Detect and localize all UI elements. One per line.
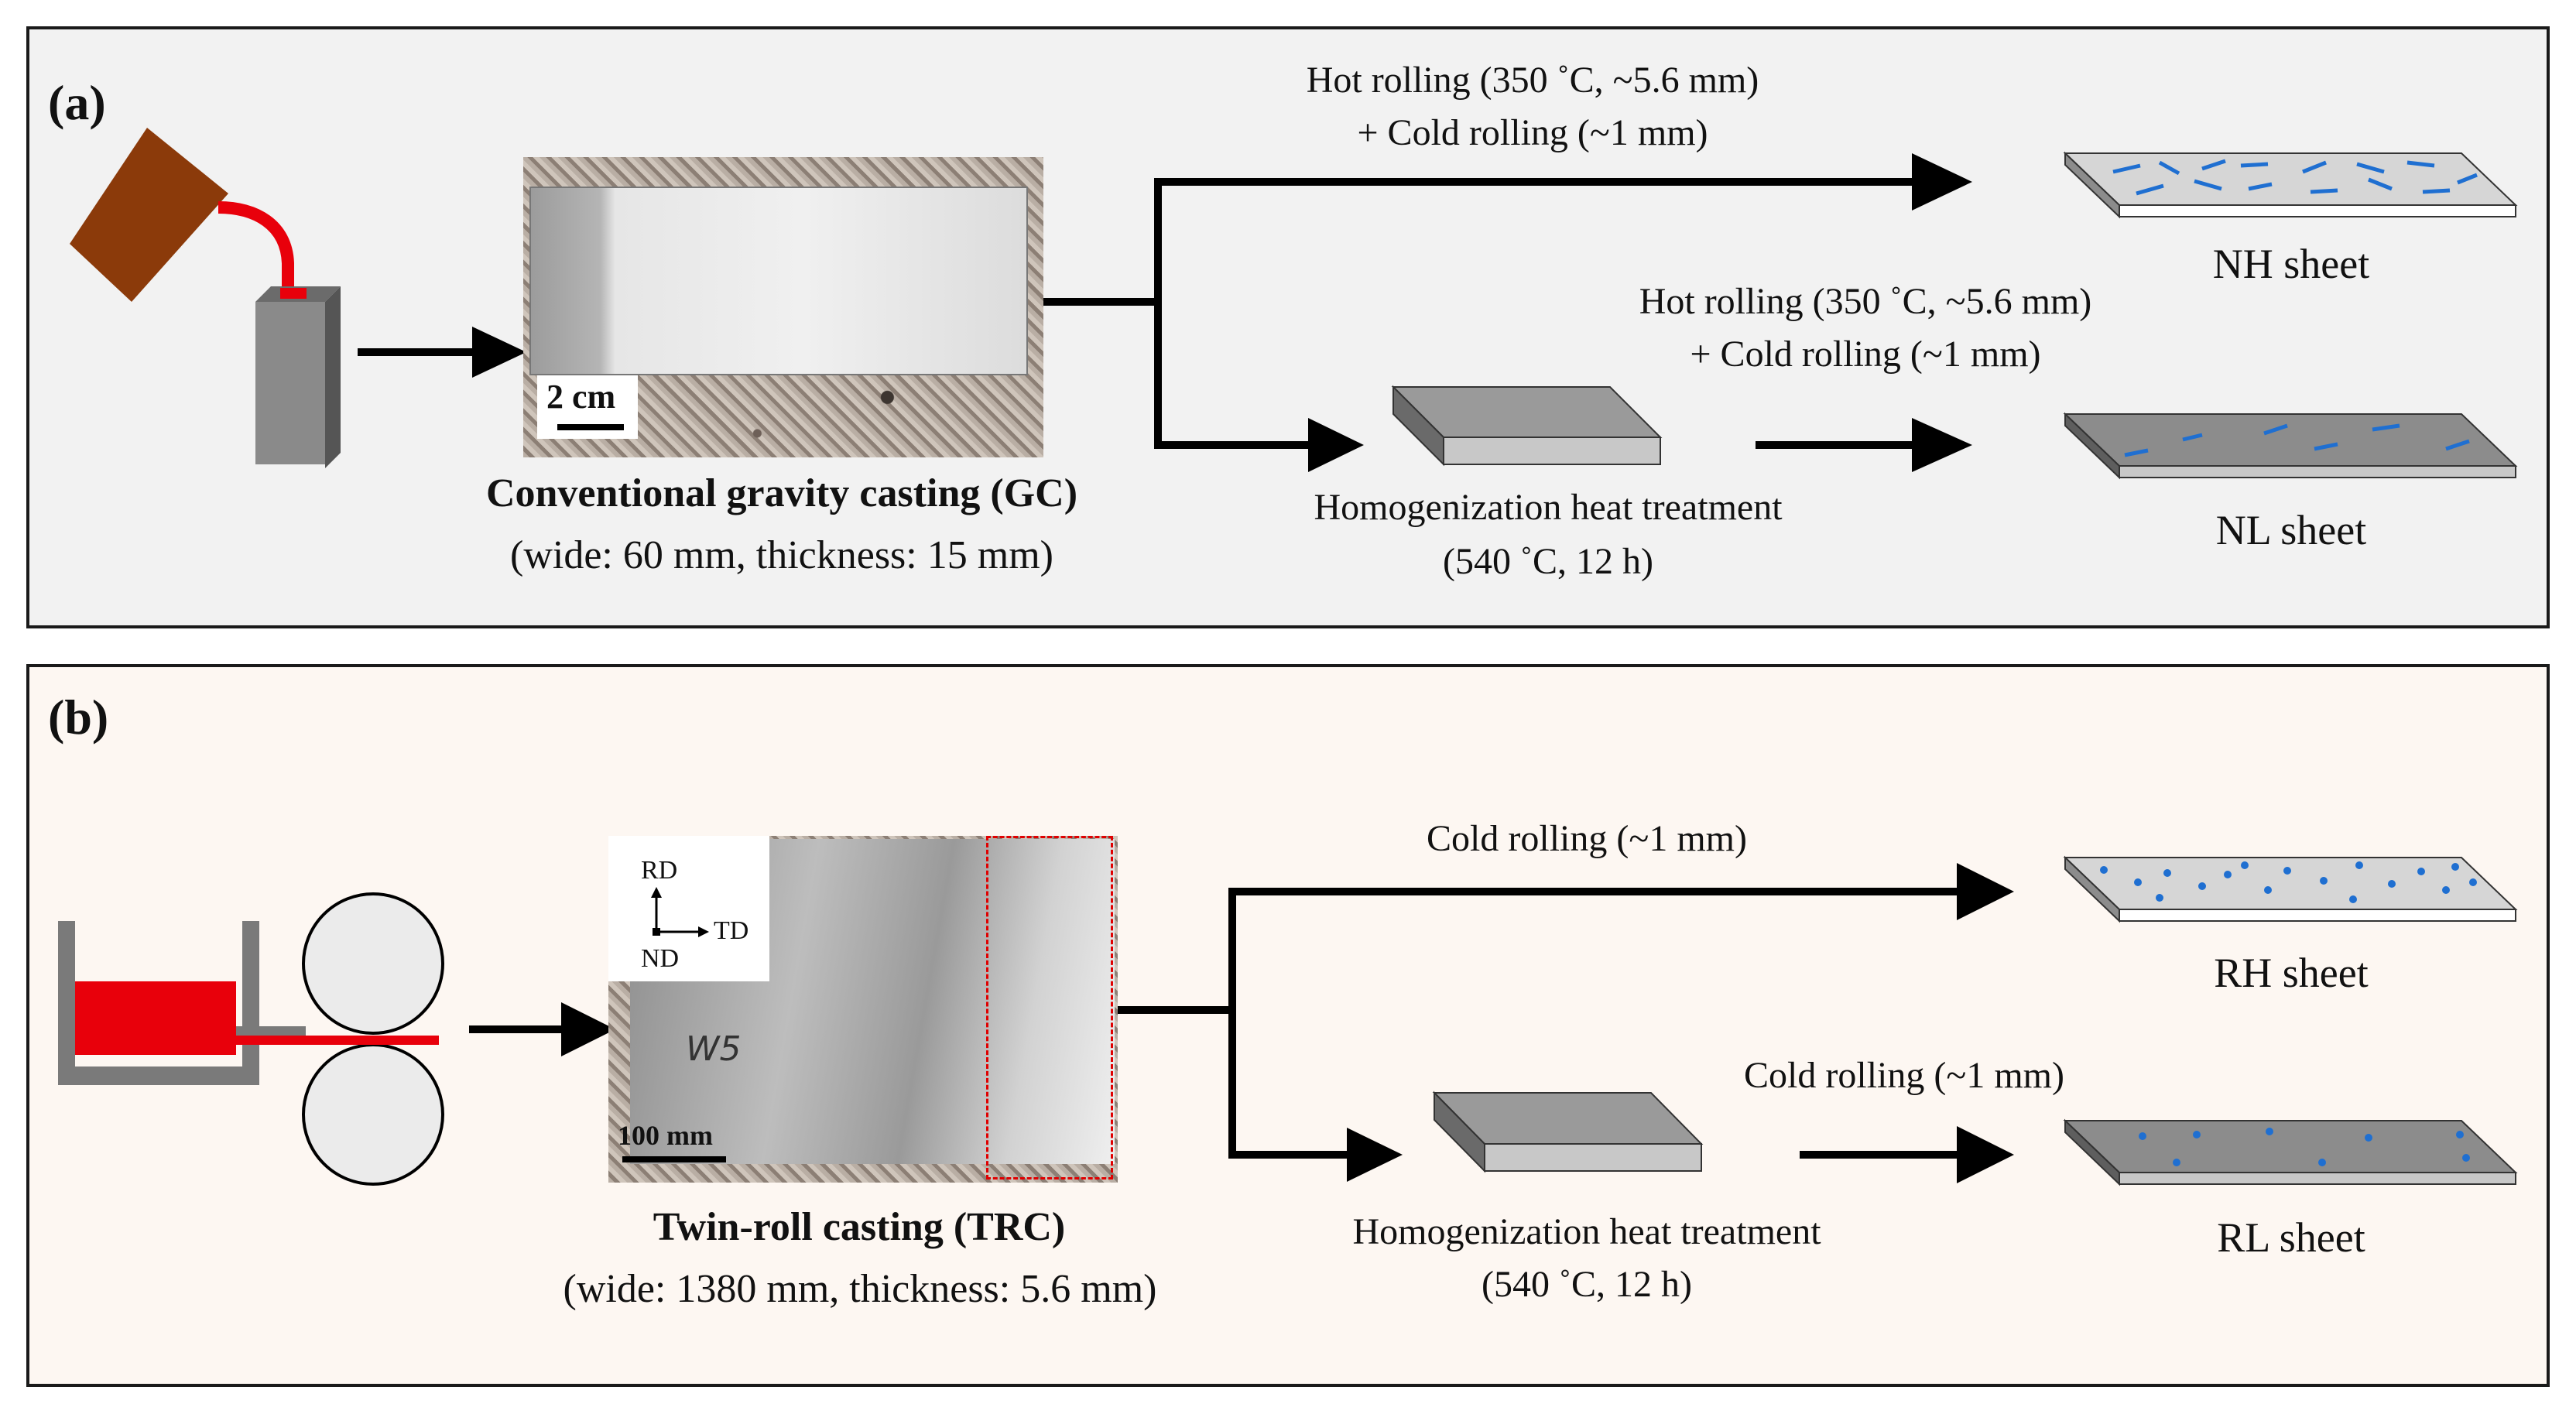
rh-precipitates — [2100, 861, 2477, 903]
route-a-top-line1: Hot rolling (350 ˚C, ~5.6 mm) — [1306, 60, 1759, 101]
arrow-to-gc-photo — [472, 327, 526, 378]
arrow-to-rl — [1957, 1126, 2014, 1183]
route-a-bottom-line2: + Cold rolling (~1 mm) — [1690, 334, 2041, 375]
route-a-bottom-line1: Hot rolling (350 ˚C, ~5.6 mm) — [1639, 281, 2092, 322]
rh-sheet-label: RH sheet — [2214, 950, 2369, 996]
rl-sheet — [2063, 1118, 2518, 1186]
scale-bar-b — [622, 1156, 726, 1162]
axes-box — [608, 836, 769, 981]
scale-bar-a — [557, 424, 624, 430]
axes-arrows — [651, 887, 709, 937]
nh-sheet — [2063, 151, 2518, 219]
gc-dims: (wide: 60 mm, thickness: 15 mm) — [510, 533, 1053, 577]
route-a-top-line2: + Cold rolling (~1 mm) — [1357, 112, 1708, 153]
rl-sheet-label: RL sheet — [2217, 1214, 2365, 1261]
scale-bar-label-b: 100 mm — [618, 1120, 713, 1151]
homog-a-line1: Homogenization heat treatment — [1314, 487, 1783, 528]
trc-title: Twin-roll casting (TRC) — [653, 1205, 1066, 1249]
nl-sheet — [2063, 412, 2518, 480]
arrow-to-nh — [1912, 153, 1972, 211]
arrow-to-rh — [1957, 863, 2014, 920]
arrow-to-trc-photo — [561, 1002, 615, 1056]
scale-bar-label-a: 2 cm — [546, 378, 616, 416]
upper-roll — [302, 892, 444, 1035]
homog-b-line1: Homogenization heat treatment — [1352, 1211, 1821, 1252]
ladle-icon — [70, 128, 228, 302]
mold-front — [255, 302, 325, 464]
arrow-to-nl — [1912, 418, 1972, 472]
rl-precipitates — [2139, 1128, 2470, 1166]
plate-marking: W5 — [686, 1029, 742, 1069]
rh-sheet — [2063, 855, 2518, 923]
panel-b — [26, 664, 2550, 1387]
panel-a — [26, 26, 2550, 628]
homog-block-a — [1391, 385, 1663, 467]
nh-sheet-label: NH sheet — [2212, 241, 2370, 287]
axis-td-label: TD — [714, 916, 749, 945]
selection-box — [986, 836, 1113, 1179]
gc-ingot — [529, 187, 1028, 375]
arrow-to-homog-a — [1308, 418, 1364, 472]
route-b-bottom: Cold rolling (~1 mm) — [1744, 1055, 2064, 1096]
route-b-top: Cold rolling (~1 mm) — [1427, 818, 1747, 859]
panel-b-tag: (b) — [48, 690, 109, 745]
axis-rd-label: RD — [641, 856, 678, 885]
trc-plate-photo: RD TD ND W5 100 mm — [608, 836, 1118, 1183]
pour-stream — [218, 201, 294, 286]
nl-precipitates — [2124, 423, 2470, 457]
lower-roll — [302, 1043, 444, 1186]
mold-melt — [280, 288, 307, 299]
gc-ingot-photo: 2 cm — [523, 157, 1043, 457]
homog-a-line2: (540 ˚C, 12 h) — [1443, 541, 1653, 582]
panel-a-tag: (a) — [48, 75, 106, 130]
arrow-to-homog-b — [1347, 1128, 1403, 1182]
trc-dims: (wide: 1380 mm, thickness: 5.6 mm) — [563, 1267, 1157, 1311]
gc-title: Conventional gravity casting (GC) — [485, 471, 1078, 515]
axis-nd-label: ND — [641, 944, 680, 973]
homog-block-b — [1432, 1090, 1704, 1173]
mold-side — [325, 286, 341, 468]
homog-b-line2: (540 ˚C, 12 h) — [1482, 1264, 1692, 1305]
nl-sheet-label: NL sheet — [2215, 507, 2367, 553]
nh-precipitates — [2112, 159, 2478, 196]
